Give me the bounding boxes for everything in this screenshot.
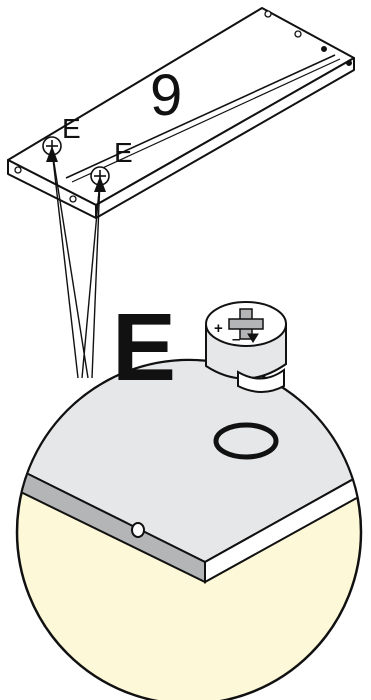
plus-sign: + [214,320,223,337]
panel-edge-hole [15,167,21,173]
edge-hole [132,523,144,537]
minus-sign: – [232,331,240,348]
screw-label-2: E [114,137,133,168]
detail-view [0,340,371,700]
panel-hole [322,47,327,52]
panel-edge-hole [70,196,76,202]
hardware-label: E [112,294,176,401]
panel-hole [295,31,301,37]
part-number: 9 [150,63,182,128]
screw-label-1: E [62,113,81,144]
panel-hole [265,11,271,17]
panel-hole [347,61,352,66]
